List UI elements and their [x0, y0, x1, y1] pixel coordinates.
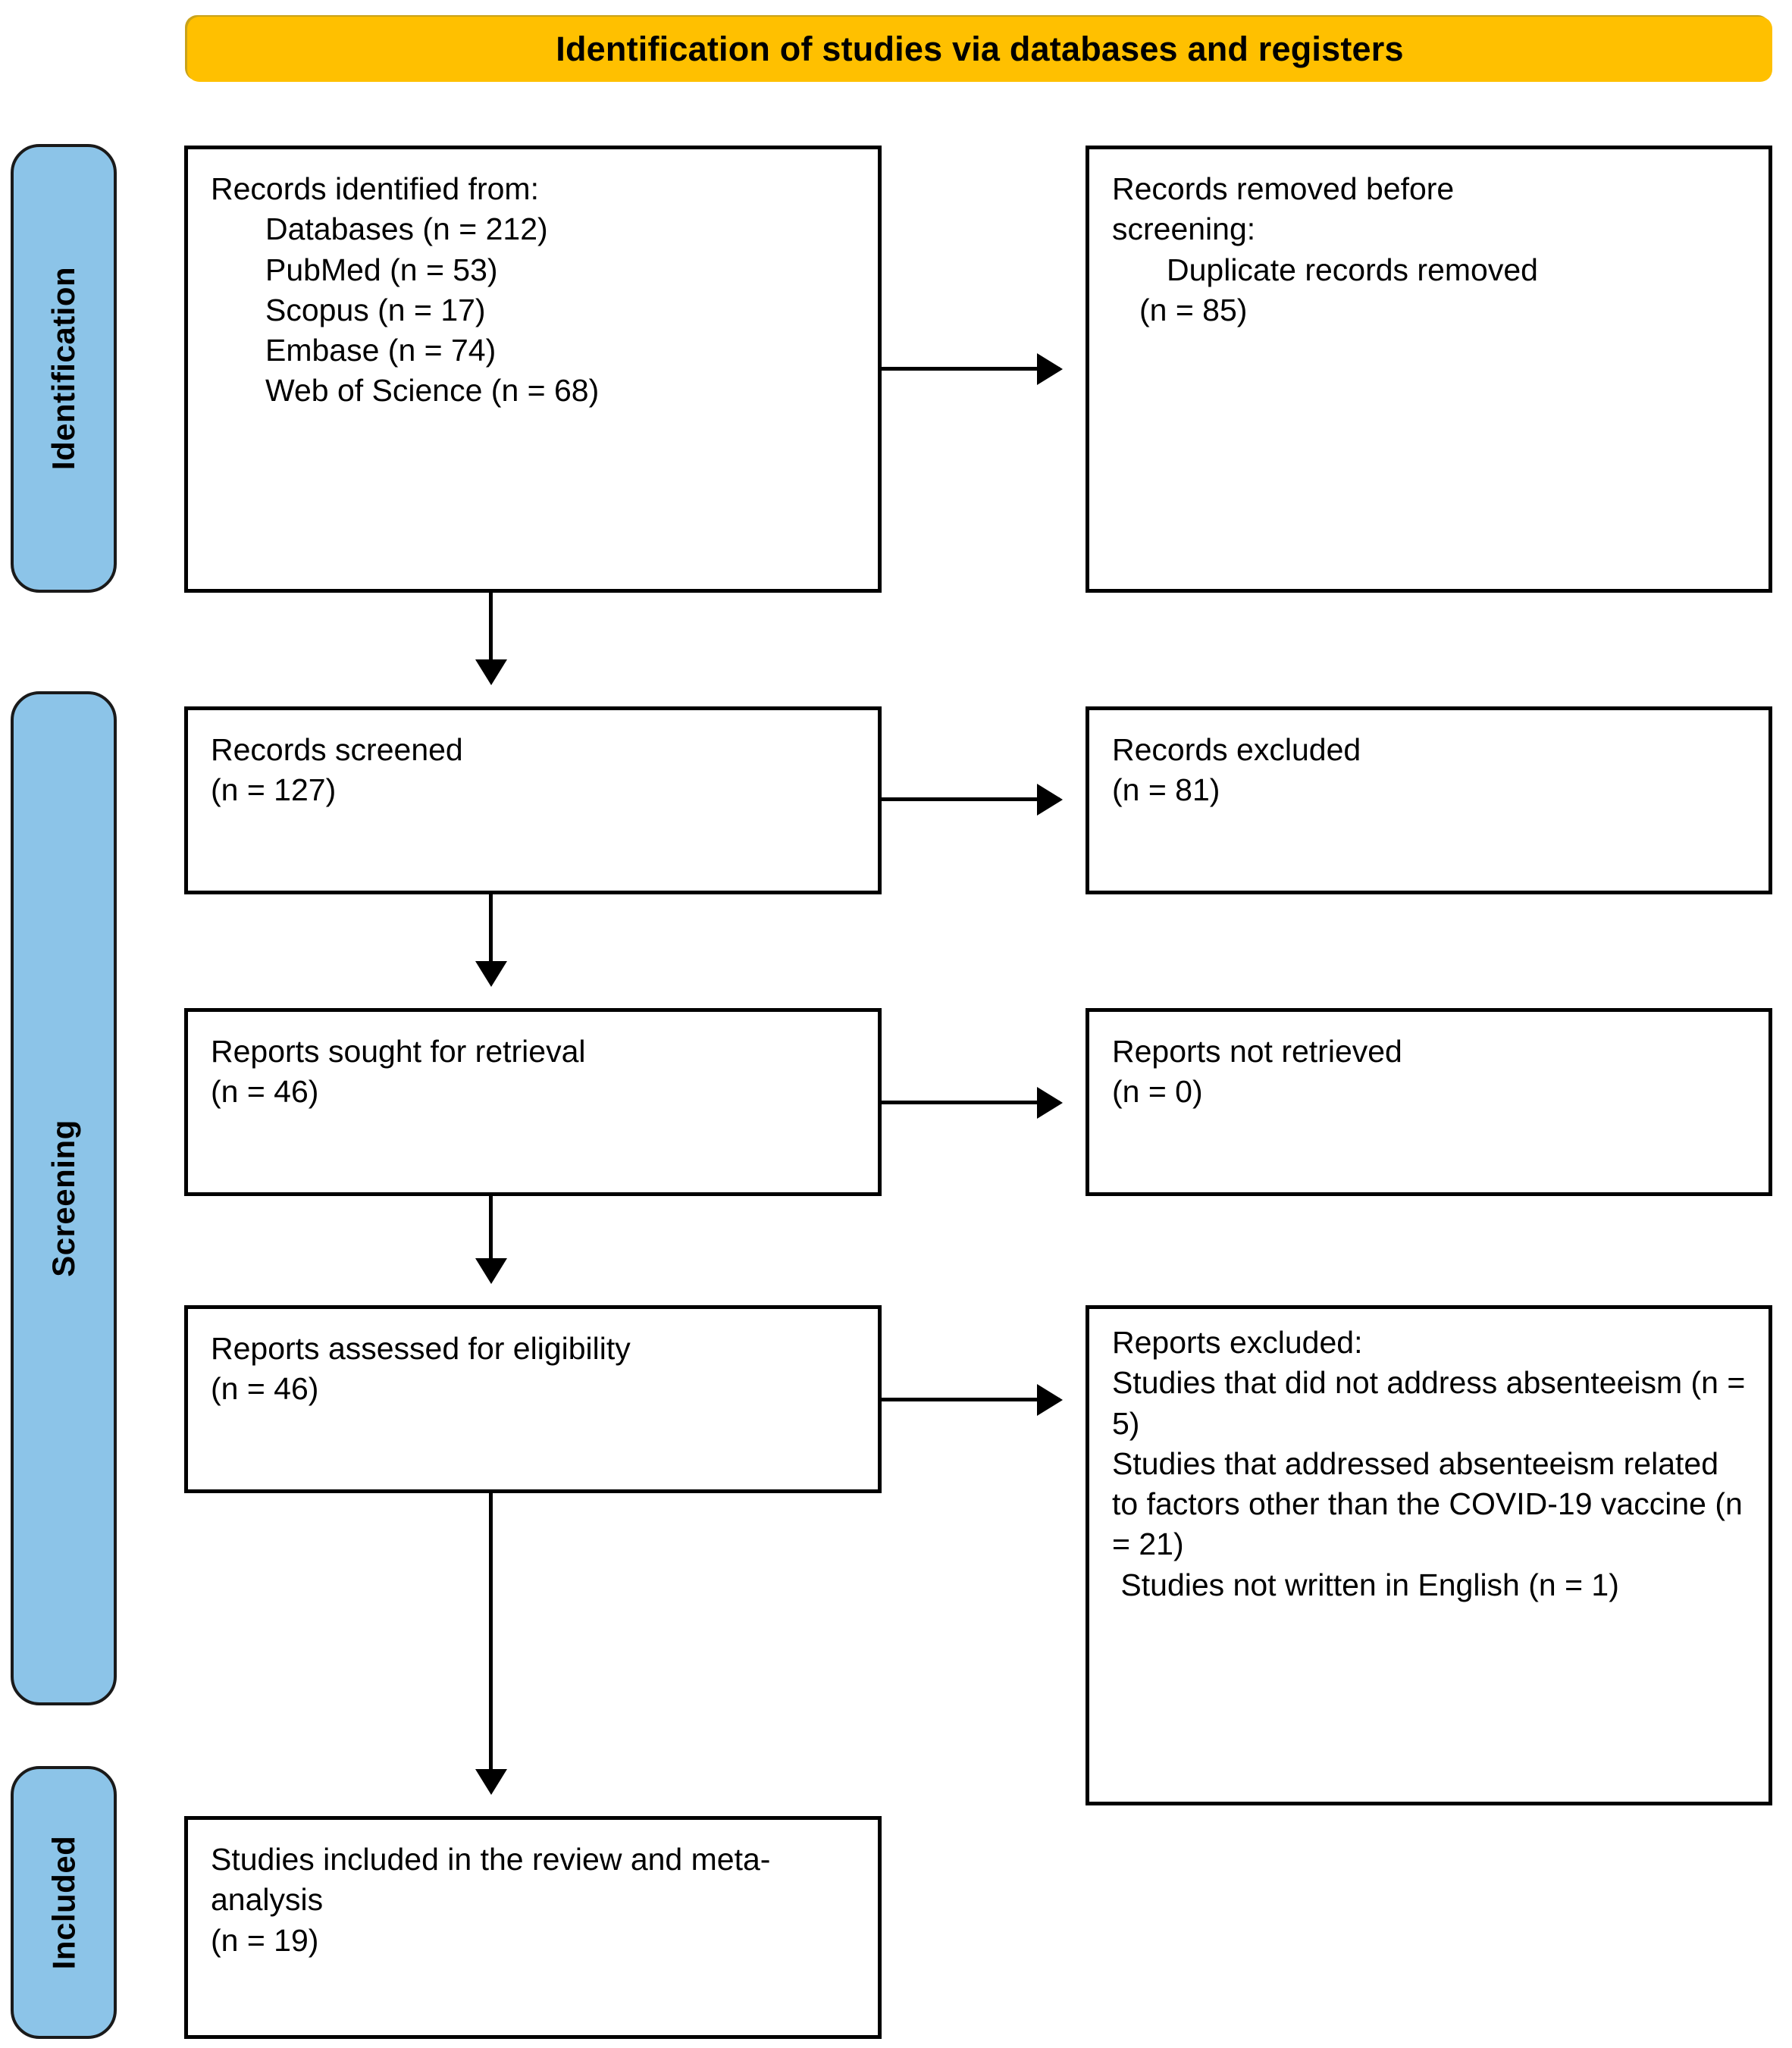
reports-assessed-label: Reports assessed for eligibility: [211, 1331, 631, 1366]
reports-excluded-reason-1: Studies that did not address absenteeism…: [1112, 1365, 1754, 1441]
arrow-screened-to-sought-icon: [489, 894, 493, 982]
records-excluded-count: (n = 81): [1112, 772, 1220, 808]
arrow-identified-to-screened-icon: [489, 593, 493, 681]
reports-not-retrieved-count: (n = 0): [1112, 1074, 1203, 1110]
records-identified-item-scopus: Scopus (n = 17): [265, 292, 486, 327]
arrow-sought-to-assessed-icon: [489, 1196, 493, 1279]
arrow-assessed-to-included-icon: [489, 1493, 493, 1790]
reports-excluded-reason-2: Studies that addressed absenteeism relat…: [1112, 1445, 1752, 1562]
stage-tab-identification: Identification: [11, 144, 117, 593]
stage-tab-screening-label: Screening: [45, 1120, 82, 1277]
records-identified-heading: Records identified from:: [211, 171, 539, 206]
records-excluded-label: Records excluded: [1112, 732, 1361, 767]
records-identified-item-databases: Databases (n = 212): [265, 211, 548, 247]
studies-included-count: (n = 19): [211, 1922, 319, 1958]
records-identified-item-web-of-science: Web of Science (n = 68): [265, 373, 600, 409]
duplicate-records-removed-count: (n = 85): [1139, 292, 1248, 327]
records-identified-item-embase: Embase (n = 74): [265, 333, 497, 368]
reports-excluded-heading: Reports excluded:: [1112, 1325, 1363, 1360]
arrow-sought-to-not-retrieved-icon: [882, 1101, 1060, 1104]
reports-sought-label: Reports sought for retrieval: [211, 1034, 586, 1069]
box-reports-assessed-for-eligibility: Reports assessed for eligibility (n = 46…: [184, 1305, 882, 1493]
duplicate-records-removed-label: Duplicate records removed: [1167, 252, 1538, 287]
reports-not-retrieved-label: Reports not retrieved: [1112, 1034, 1402, 1069]
reports-excluded-reason-3: Studies not written in English (n = 1): [1112, 1567, 1619, 1602]
records-screened-label: Records screened: [211, 732, 463, 767]
box-reports-excluded-with-reasons: Reports excluded: Studies that did not a…: [1086, 1305, 1772, 1805]
stage-tab-included: Included: [11, 1766, 117, 2039]
box-records-excluded: Records excluded (n = 81): [1086, 706, 1772, 894]
box-records-identified: Records identified from: Databases (n = …: [184, 146, 882, 593]
box-records-screened: Records screened (n = 127): [184, 706, 882, 894]
box-reports-sought-for-retrieval: Reports sought for retrieval (n = 46): [184, 1008, 882, 1196]
records-removed-line1: Records removed before: [1112, 171, 1455, 206]
reports-sought-count: (n = 46): [211, 1074, 319, 1110]
records-removed-line2: screening:: [1112, 211, 1256, 247]
reports-assessed-count: (n = 46): [211, 1371, 319, 1407]
box-reports-not-retrieved: Reports not retrieved (n = 0): [1086, 1008, 1772, 1196]
box-records-removed-before-screening: Records removed before screening: Duplic…: [1086, 146, 1772, 593]
diagram-title: Identification of studies via databases …: [556, 30, 1404, 68]
studies-included-label: Studies included in the review and meta-…: [211, 1842, 771, 1918]
stage-tab-screening: Screening: [11, 691, 117, 1705]
arrow-assessed-to-reports-excluded-icon: [882, 1398, 1060, 1401]
records-screened-count: (n = 127): [211, 772, 337, 808]
diagram-header-banner: Identification of studies via databases …: [187, 17, 1772, 82]
stage-tab-included-label: Included: [45, 1835, 81, 1970]
arrow-identified-to-removed-icon: [882, 367, 1060, 371]
records-identified-item-pubmed: PubMed (n = 53): [265, 252, 498, 287]
arrow-screened-to-excluded-icon: [882, 797, 1060, 801]
box-studies-included: Studies included in the review and meta-…: [184, 1816, 882, 2039]
stage-tab-identification-label: Identification: [45, 266, 81, 471]
